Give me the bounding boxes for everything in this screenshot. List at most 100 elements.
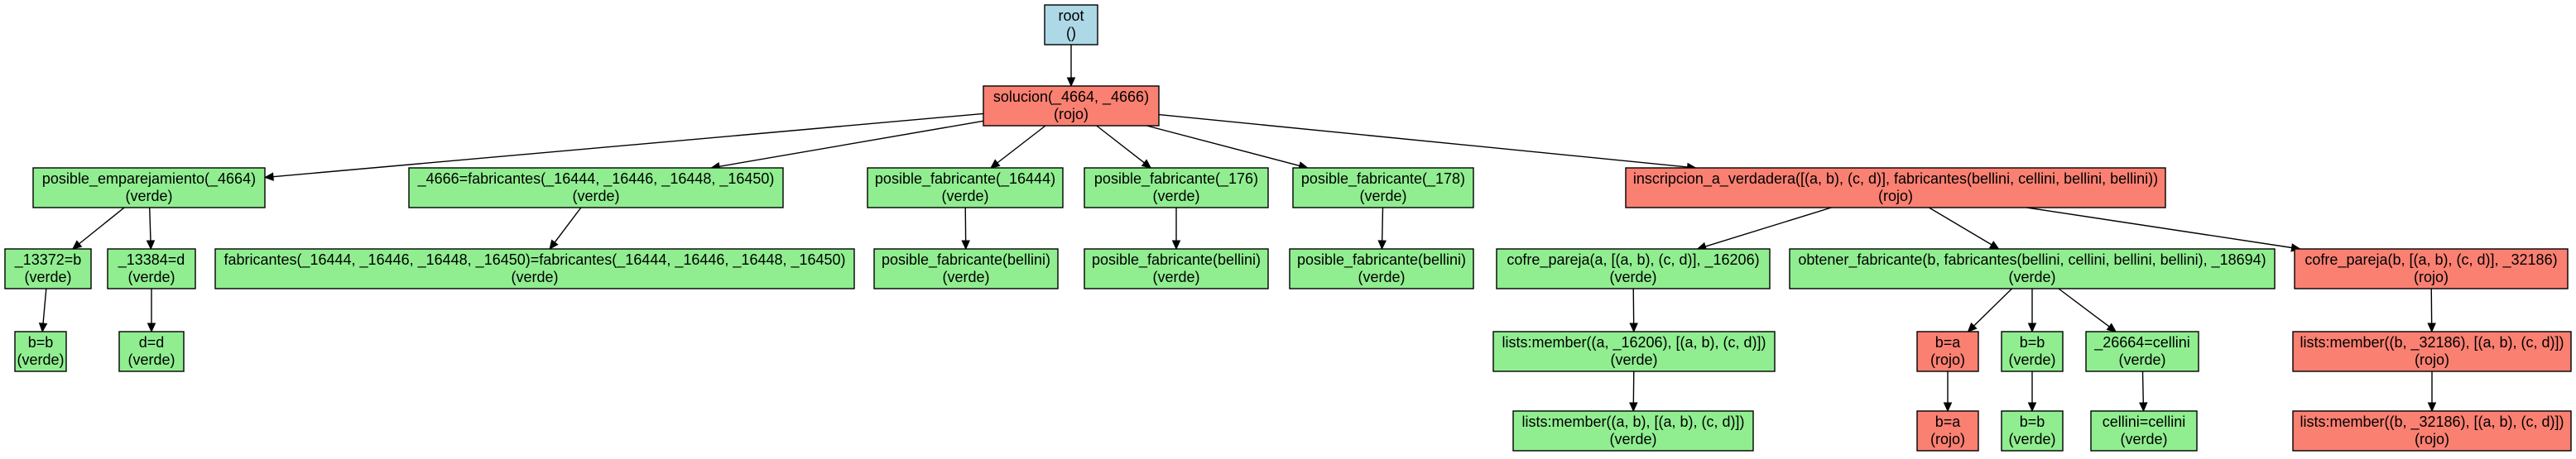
node-box — [2090, 410, 2198, 452]
arrowhead-icon — [1943, 402, 1953, 413]
tree-edge-posible-fabricante-16444-to-posible-fabricante-bellini-1 — [961, 207, 970, 251]
tree-node-obtener-fabricante: obtener_fabricante(b, fabricantes(bellin… — [1789, 248, 2276, 289]
node-label: posible_fabricante(bellini) — [882, 251, 1050, 269]
node-label: obtener_fabricante(b, fabricantes(bellin… — [1798, 251, 2266, 269]
tree-node-cellini-eq-cellini: cellini=cellini(verde) — [2090, 410, 2198, 452]
node-label: lists:member((b, _32186), [(a, b), (c, d… — [2300, 334, 2564, 351]
node-box — [1916, 410, 1979, 452]
edge-line — [2058, 288, 2110, 328]
arrowhead-icon — [2427, 402, 2437, 413]
tree-node-b-eq-a-2: b=a(rojo) — [1916, 410, 1979, 452]
arrowhead-icon — [1967, 322, 1978, 332]
node-status: (rojo) — [1930, 431, 1965, 447]
edge-line — [2026, 207, 2292, 249]
node-label: posible_fabricante(_16444) — [875, 170, 1055, 188]
tree-edge-solucion-to-posible-fabricante-178 — [1146, 125, 1309, 170]
node-box — [2085, 331, 2199, 372]
node-label: posible_emparejamiento(_4664) — [42, 170, 256, 188]
node-box — [408, 167, 784, 208]
node-box — [1916, 331, 1979, 372]
tree-node-member-a-16206: lists:member((a, _16206), [(a, b), (c, d… — [1492, 331, 1776, 372]
arrowhead-icon — [990, 159, 1001, 169]
node-status: (rojo) — [2415, 431, 2449, 447]
node-status: (verde) — [127, 269, 175, 285]
tree-edge-member-a-16206-to-member-a-b — [1629, 371, 1638, 413]
node-box — [1492, 331, 1776, 372]
node-box — [1084, 167, 1269, 208]
node-label: b=b — [28, 334, 54, 351]
node-status: (verde) — [17, 351, 64, 368]
edge-line — [1096, 125, 1145, 164]
node-label: lists:member((a, _16206), [(a, b), (c, d… — [1502, 334, 1766, 351]
tree-edge-solucion-to-eq-4666-fabricantes — [709, 120, 984, 171]
node-box — [1512, 410, 1754, 452]
tree-node-member-a-b: lists:member((a, b), [(a, b), (c, d)])(v… — [1512, 410, 1754, 452]
node-box — [4, 248, 92, 289]
node-label: _4666=fabricantes(_16444, _16446, _16448… — [417, 170, 775, 188]
tree-node-solucion: solucion(_4664, _4666)(rojo) — [983, 85, 1160, 127]
node-label: _13384=d — [118, 251, 185, 269]
tree-edge-eq-13384-to-d-eq-d — [147, 289, 156, 333]
nodes-layer: root() solucion(_4664, _4666)(rojo)posibl… — [4, 4, 2572, 452]
node-status: (verde) — [1358, 269, 1405, 285]
tree-edge-posible-fabricante-178-to-posible-fabricante-bellini-3 — [1377, 207, 1387, 251]
tree-edge-b-eq-b-2-to-b-eq-b-3 — [2027, 371, 2037, 413]
tree-edge-posible-emparejamiento-to-eq-13384 — [146, 207, 156, 251]
edge-line — [2141, 371, 2144, 404]
node-status: (verde) — [2008, 351, 2055, 368]
node-box — [867, 167, 1064, 208]
tree-edge-obtener-fabricante-to-eq-26664-cellini — [2058, 288, 2117, 332]
node-box — [2294, 248, 2569, 289]
tree-node-posible-fabricante-176: posible_fabricante(_176)(verde) — [1084, 167, 1269, 208]
arrowhead-icon — [147, 323, 156, 333]
node-status: () — [1066, 25, 1076, 41]
node-label: cellini=cellini — [2103, 414, 2186, 430]
tree-node-eq-26664-cellini: _26664=cellini(verde) — [2085, 331, 2199, 372]
tree-node-member-b-32186-2: lists:member((b, _32186), [(a, b), (c, d… — [2292, 410, 2572, 452]
arrowhead-icon — [1066, 77, 1076, 88]
tree-node-cofre-pareja-b: cofre_pareja(b, [(a, b), (c, d)], _32186… — [2294, 248, 2569, 289]
node-status: (verde) — [125, 188, 172, 204]
arrowhead-icon — [2027, 323, 2037, 333]
node-label: posible_fabricante(bellini) — [1297, 251, 1466, 269]
node-status: (verde) — [2118, 351, 2165, 368]
node-status: (verde) — [24, 269, 71, 285]
tree-edge-eq-26664-cellini-to-cellini-eq-cellini — [2139, 371, 2148, 413]
tree-node-d-eq-d: d=d(verde) — [118, 331, 185, 372]
node-label: lists:member((a, b), [(a, b), (c, d)]) — [1521, 414, 1744, 430]
arrowhead-icon — [1629, 323, 1638, 333]
tree-edge-cofre-pareja-a-to-member-a-16206 — [1629, 288, 1638, 333]
node-status: (verde) — [941, 188, 988, 204]
arrowhead-icon — [961, 240, 970, 251]
node-status: (verde) — [1609, 431, 1656, 447]
node-box — [1496, 248, 1771, 289]
node-label: b=b — [2020, 414, 2045, 430]
node-label: posible_fabricante(_178) — [1301, 170, 1465, 188]
tree-edge-posible-fabricante-176-to-posible-fabricante-bellini-2 — [1171, 208, 1181, 251]
edge-line — [272, 112, 984, 178]
node-status: (verde) — [1152, 188, 1199, 204]
tree-node-b-eq-b-2: b=b(verde) — [2001, 331, 2064, 372]
node-status: (verde) — [1152, 269, 1199, 285]
tree-edge-b-eq-a-1-to-b-eq-a-2 — [1943, 371, 1953, 413]
tree-edge-inscripcion-a-verdadera-to-cofre-pareja-a — [1696, 207, 1832, 251]
node-box — [214, 248, 855, 289]
node-label: _13372=b — [14, 251, 82, 269]
node-status: (verde) — [2008, 269, 2055, 285]
arrowhead-icon — [2427, 323, 2436, 333]
tree-node-posible-fabricante-bellini-2: posible_fabricante(bellini)(verde) — [1084, 248, 1269, 289]
node-label: root — [1058, 7, 1084, 24]
tree-node-b-eq-b-1: b=b(verde) — [14, 331, 67, 372]
node-status: (verde) — [572, 188, 619, 204]
node-box — [873, 248, 1059, 289]
node-label: cofre_pareja(a, [(a, b), (c, d)], _16206… — [1507, 251, 1759, 269]
node-status: (verde) — [2120, 431, 2167, 447]
edge-line — [1158, 113, 1688, 168]
arrowhead-icon — [549, 239, 559, 250]
tree-node-posible-fabricante-16444: posible_fabricante(_16444)(verde) — [867, 167, 1064, 208]
arrowhead-icon — [146, 240, 156, 251]
arrowhead-icon — [1377, 240, 1387, 251]
tree-edge-eq-4666-fabricantes-to-fabricantes-eq-fabricantes — [549, 207, 582, 250]
tree-node-posible-emparejamiento: posible_emparejamiento(_4664)(verde) — [32, 167, 266, 208]
tree-node-posible-fabricante-178: posible_fabricante(_178)(verde) — [1292, 167, 1474, 208]
